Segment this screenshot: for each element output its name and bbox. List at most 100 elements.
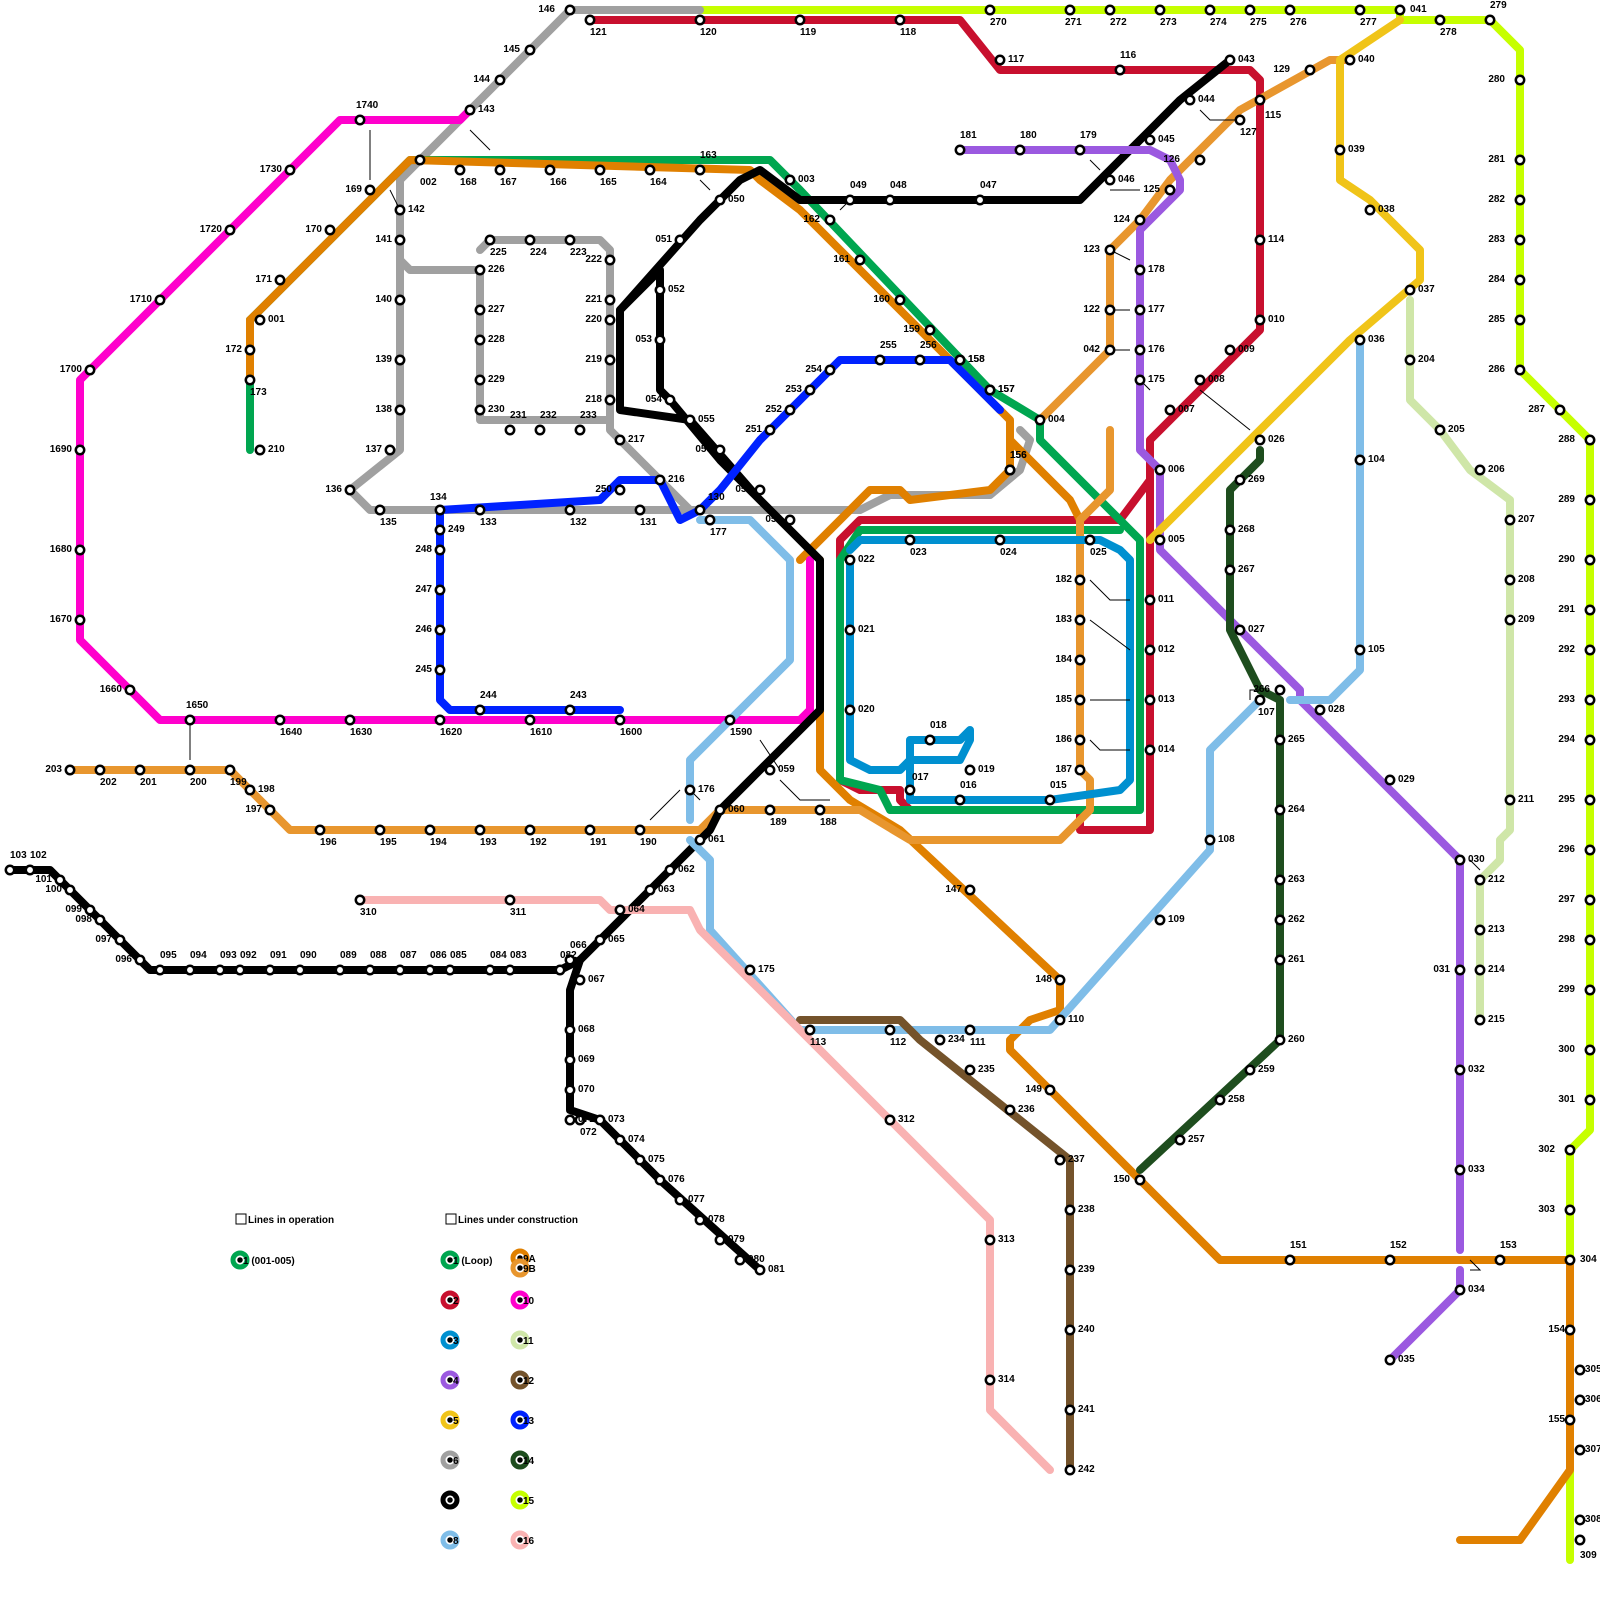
station-152-marker[interactable]: [1386, 1256, 1394, 1264]
station-286-marker[interactable]: [1516, 366, 1524, 374]
station-080-marker[interactable]: [736, 1256, 744, 1264]
station-214-marker[interactable]: [1476, 966, 1484, 974]
station-197-marker[interactable]: [266, 806, 274, 814]
station-194-marker[interactable]: [426, 826, 434, 834]
station-276-marker[interactable]: [1286, 6, 1294, 14]
station-238-marker[interactable]: [1066, 1206, 1074, 1214]
station-154-marker[interactable]: [1566, 1326, 1574, 1334]
station-164-marker[interactable]: [646, 166, 654, 174]
station-226-marker[interactable]: [476, 266, 484, 274]
station-1610-marker[interactable]: [526, 716, 534, 724]
station-233-marker[interactable]: [576, 426, 584, 434]
station-046-marker[interactable]: [1106, 176, 1114, 184]
station-075-marker[interactable]: [636, 1156, 644, 1164]
station-302-marker[interactable]: [1566, 1146, 1574, 1154]
station-082-marker[interactable]: [556, 966, 564, 974]
station-122-marker[interactable]: [1106, 306, 1114, 314]
station-025-marker[interactable]: [1086, 536, 1094, 544]
station-090-marker[interactable]: [296, 966, 304, 974]
station-033-marker[interactable]: [1456, 1166, 1464, 1174]
station-143-marker[interactable]: [466, 106, 474, 114]
station-183-marker[interactable]: [1076, 616, 1084, 624]
station-085-marker[interactable]: [446, 966, 454, 974]
station-113-marker[interactable]: [806, 1026, 814, 1034]
station-246-marker[interactable]: [436, 626, 444, 634]
station-285-marker[interactable]: [1516, 316, 1524, 324]
station-140-marker[interactable]: [396, 296, 404, 304]
station-098-marker[interactable]: [96, 916, 104, 924]
station-102-marker[interactable]: [26, 866, 34, 874]
station-1650-marker[interactable]: [186, 716, 194, 724]
station-007-marker[interactable]: [1166, 406, 1174, 414]
station-023-marker[interactable]: [906, 536, 914, 544]
station-229-marker[interactable]: [476, 376, 484, 384]
station-1640-marker[interactable]: [276, 716, 284, 724]
station-149-marker[interactable]: [1046, 1086, 1054, 1094]
station-036-marker[interactable]: [1356, 336, 1364, 344]
station-186-marker[interactable]: [1076, 736, 1084, 744]
station-307-marker[interactable]: [1576, 1446, 1584, 1454]
station-171-marker[interactable]: [276, 276, 284, 284]
station-209-marker[interactable]: [1506, 616, 1514, 624]
station-120-marker[interactable]: [696, 16, 704, 24]
station-211-marker[interactable]: [1506, 796, 1514, 804]
station-299-marker[interactable]: [1586, 986, 1594, 994]
station-1630-marker[interactable]: [346, 716, 354, 724]
station-045-marker[interactable]: [1146, 136, 1154, 144]
station-179-marker[interactable]: [1076, 146, 1084, 154]
station-059-marker[interactable]: [766, 766, 774, 774]
station-089-marker[interactable]: [336, 966, 344, 974]
station-079-marker[interactable]: [716, 1236, 724, 1244]
station-019-marker[interactable]: [966, 766, 974, 774]
station-158-marker[interactable]: [956, 356, 964, 364]
station-215-marker[interactable]: [1476, 1016, 1484, 1024]
station-022-marker[interactable]: [846, 556, 854, 564]
station-230-marker[interactable]: [476, 406, 484, 414]
station-020-marker[interactable]: [846, 706, 854, 714]
station-115-marker[interactable]: [1256, 96, 1264, 104]
station-101-marker[interactable]: [56, 876, 64, 884]
station-1680-marker[interactable]: [76, 546, 84, 554]
station-191-marker[interactable]: [586, 826, 594, 834]
station-055-marker[interactable]: [686, 416, 694, 424]
station-074-marker[interactable]: [616, 1136, 624, 1144]
station-146-marker[interactable]: [566, 6, 574, 14]
station-1690-marker[interactable]: [76, 446, 84, 454]
station-212-marker[interactable]: [1476, 876, 1484, 884]
station-078-marker[interactable]: [696, 1216, 704, 1224]
station-240-marker[interactable]: [1066, 1326, 1074, 1334]
station-042-marker[interactable]: [1106, 346, 1114, 354]
station-050-marker[interactable]: [716, 196, 724, 204]
station-227-marker[interactable]: [476, 306, 484, 314]
station-131-marker[interactable]: [636, 506, 644, 514]
station-153-marker[interactable]: [1496, 1256, 1504, 1264]
station-132-marker[interactable]: [566, 506, 574, 514]
station-201-marker[interactable]: [136, 766, 144, 774]
station-271-marker[interactable]: [1066, 6, 1074, 14]
station-1740-marker[interactable]: [356, 116, 364, 124]
station-135-marker[interactable]: [376, 506, 384, 514]
station-255-marker[interactable]: [876, 356, 884, 364]
station-308-marker[interactable]: [1576, 1516, 1584, 1524]
station-178-marker[interactable]: [1136, 266, 1144, 274]
station-253-marker[interactable]: [806, 386, 814, 394]
station-052-marker[interactable]: [656, 286, 664, 294]
station-269-marker[interactable]: [1236, 476, 1244, 484]
station-027-marker[interactable]: [1236, 626, 1244, 634]
station-003-marker[interactable]: [786, 176, 794, 184]
station-173-marker[interactable]: [246, 376, 254, 384]
station-032-marker[interactable]: [1456, 1066, 1464, 1074]
station-222-marker[interactable]: [606, 256, 614, 264]
station-034-marker[interactable]: [1456, 1286, 1464, 1294]
station-187-marker[interactable]: [1076, 766, 1084, 774]
station-130-marker[interactable]: [696, 506, 704, 514]
station-247-marker[interactable]: [436, 586, 444, 594]
station-251-marker[interactable]: [766, 426, 774, 434]
station-056-marker[interactable]: [716, 446, 724, 454]
station-112-marker[interactable]: [886, 1026, 894, 1034]
station-196-marker[interactable]: [316, 826, 324, 834]
station-1720-marker[interactable]: [226, 226, 234, 234]
station-081-marker[interactable]: [756, 1266, 764, 1274]
station-157-marker[interactable]: [986, 386, 994, 394]
station-147-marker[interactable]: [966, 886, 974, 894]
